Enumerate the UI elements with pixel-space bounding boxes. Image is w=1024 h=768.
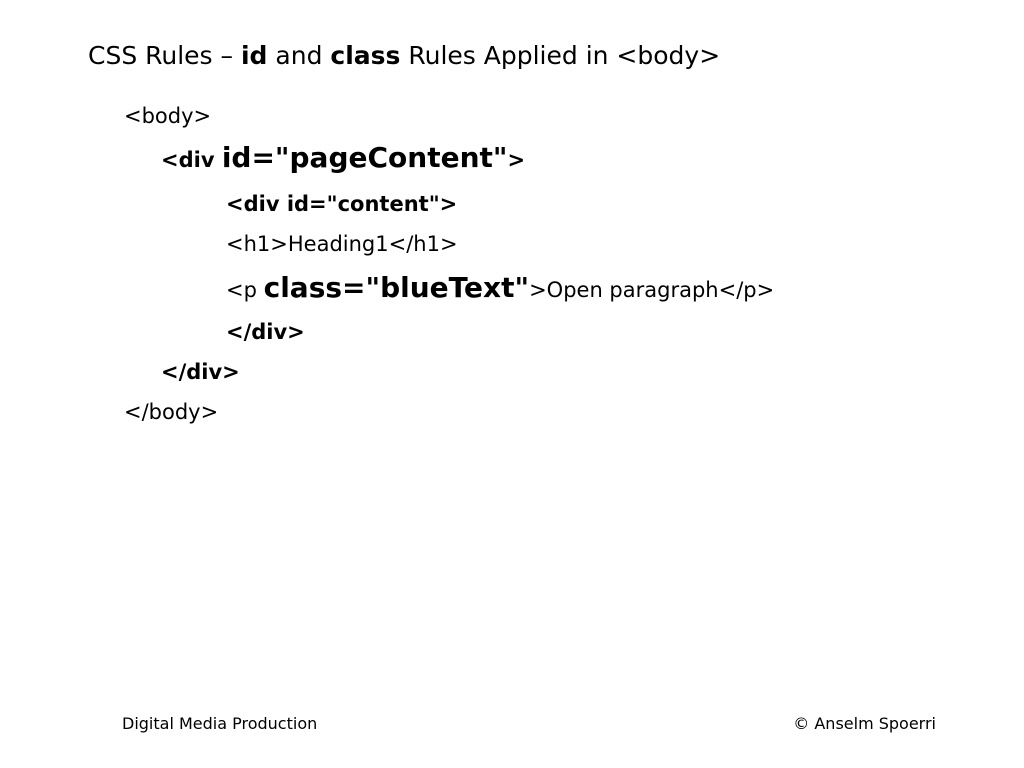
- title-part-3: Rules Applied in <body>: [400, 41, 721, 70]
- code-line-div-page-content: <div id="pageContent">: [161, 144, 525, 174]
- class-attribute: class="blueText": [263, 271, 530, 304]
- title-part-1: CSS Rules –: [88, 41, 241, 70]
- code-line-div-close-outer: </div>: [161, 360, 240, 384]
- code-line-div-content: <div id="content">: [226, 192, 458, 216]
- title-id-word: id: [240, 41, 268, 70]
- div-tag-end: >: [507, 148, 526, 172]
- p-tag-open: <p: [226, 278, 264, 302]
- div-tag-open: <div: [161, 148, 222, 172]
- code-line-h1: <h1>Heading1</h1>: [226, 232, 458, 256]
- footer-copyright: © Anselm Spoerri: [793, 714, 936, 733]
- title-part-2: and: [267, 41, 331, 70]
- slide-title: CSS Rules – id and class Rules Applied i…: [88, 40, 720, 72]
- p-tag-rest: >Open paragraph</p>: [529, 278, 775, 302]
- title-class-word: class: [330, 41, 401, 70]
- footer-course-name: Digital Media Production: [122, 714, 318, 733]
- code-line-body-close: </body>: [124, 400, 219, 424]
- code-line-div-close-inner: </div>: [226, 320, 305, 344]
- code-line-paragraph: <p class="blueText">Open paragraph</p>: [226, 274, 774, 304]
- id-attribute: id="pageContent": [221, 141, 508, 174]
- code-line-body-open: <body>: [124, 104, 212, 128]
